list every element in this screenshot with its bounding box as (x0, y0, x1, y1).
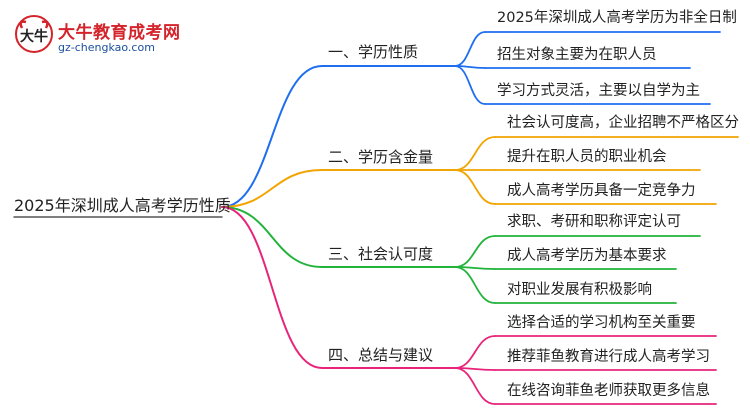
leaf-2-3-curve (454, 169, 496, 205)
branch-4-label: 四、总结与建议 (328, 346, 434, 364)
branch-1-curve (221, 65, 323, 208)
branch-3-label: 三、社会认可度 (328, 245, 434, 263)
leaf-4-3-curve (454, 367, 496, 405)
leaf-3-3: 对职业发展有积极影响 (507, 282, 652, 298)
branch-1-label: 一、学历性质 (328, 43, 419, 61)
leaf-4-2: 推荐菲鱼教育进行成人高考学习 (507, 349, 710, 365)
branch-2-label: 二、学历含金量 (328, 148, 434, 166)
brand-url: gz-chengkao.com (58, 41, 155, 54)
brand-name: 大牛教育成考网 (58, 23, 181, 43)
leaf-2-3: 成人高考学历具备一定竞争力 (507, 183, 696, 199)
leaf-4-1-curve (454, 335, 496, 369)
leaf-3-1: 求职、考研和职称评定认可 (507, 214, 681, 230)
leaf-1-1: 2025年深圳成人高考学历为非全日制 (497, 10, 737, 26)
leaf-2-2: 提升在职人员的职业机会 (507, 149, 667, 165)
leaf-1-1-curve (454, 31, 486, 67)
leaf-1-3: 学习方式灵活，主要以自学为主 (497, 83, 700, 99)
leaf-1-2: 招生对象主要为在职人员 (497, 47, 657, 63)
leaf-4-1: 选择合适的学习机构至关重要 (507, 315, 696, 331)
leaf-2-1: 社会认可度高，企业招聘不严格区分 (507, 115, 739, 131)
logo-mark-text: 大牛 (20, 28, 48, 45)
root-topic: 2025年深圳成人高考学历性质 (14, 196, 231, 215)
branch-2-curve (221, 169, 323, 208)
branch-4-curve (221, 206, 323, 369)
brand-logo: 大牛 大牛教育成考网 gz-chengkao.com (14, 14, 194, 58)
leaf-2-1-curve (454, 136, 496, 171)
branch-3-curve (221, 206, 323, 268)
leaf-3-1-curve (454, 235, 496, 268)
leaf-4-3: 在线咨询菲鱼老师获取更多信息 (507, 383, 710, 399)
leaf-3-2: 成人高考学历为基本要求 (507, 248, 667, 264)
ox-logo-icon: 大牛 (15, 15, 53, 53)
leaf-3-3-curve (454, 266, 496, 304)
leaf-1-3-curve (454, 65, 486, 105)
